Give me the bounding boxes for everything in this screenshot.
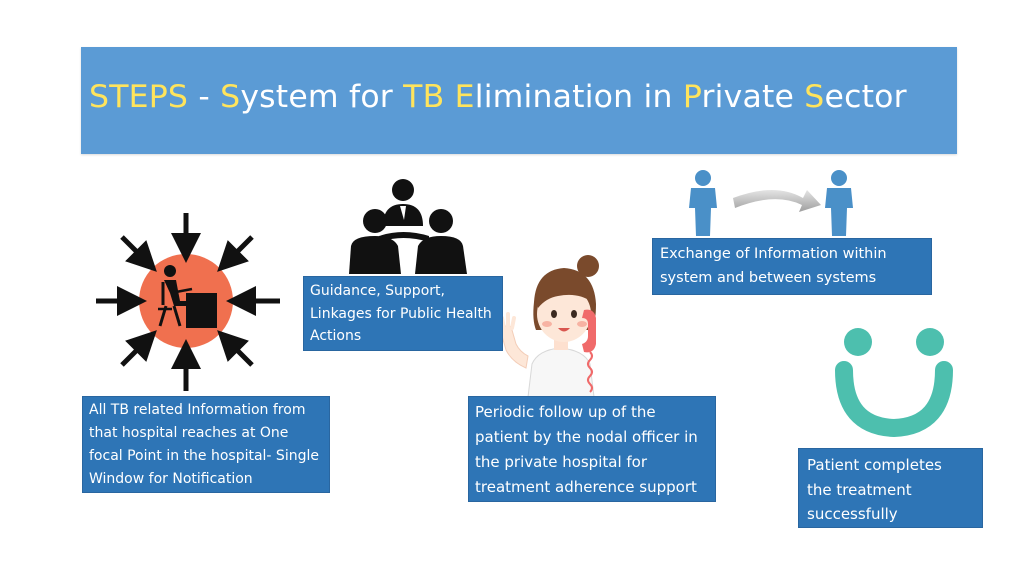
exchange-line-2: system and between systems — [660, 269, 877, 286]
completes-line-2: the treatment — [807, 480, 912, 499]
title-text: - — [188, 79, 221, 115]
title-highlight-letters: TB — [403, 79, 445, 115]
guidance-line-2: Linkages for Public Health — [310, 305, 492, 322]
completes-line-3: successfully — [807, 505, 898, 523]
inward-arrows — [96, 213, 280, 391]
title-highlight-letters: E — [454, 79, 475, 115]
completes-line-1: Patient completes — [807, 456, 942, 474]
guidance-support-box: Guidance, Support, Linkages for Public H… — [303, 276, 503, 351]
exchange-line-1: Exchange of Information within — [660, 246, 887, 262]
single-window-line-1: All TB related Information from — [89, 402, 306, 418]
title-text — [444, 79, 454, 115]
desk-worker-with-inward-arrows-icon — [96, 213, 280, 391]
curved-arrow-icon — [733, 190, 821, 212]
meeting-group-icon — [349, 179, 467, 274]
title-text: limination in — [474, 79, 683, 115]
person-right-icon — [825, 170, 853, 236]
title-text: rivate — [701, 79, 805, 115]
person-left-icon — [689, 170, 717, 236]
nurse-on-phone-illustration — [500, 255, 599, 398]
guidance-line-1: Guidance, Support, — [310, 283, 445, 299]
followup-line-3: the private hospital for — [475, 453, 648, 471]
title-text: ystem for — [240, 79, 404, 115]
patient-completes-box: Patient completes the treatment successf… — [798, 448, 983, 528]
periodic-followup-box: Periodic follow up of the patient by the… — [468, 396, 716, 502]
followup-line-4: treatment adherence support — [475, 478, 697, 496]
single-window-line-2: that hospital reaches at One — [89, 425, 289, 441]
followup-line-1: Periodic follow up of the — [475, 403, 656, 421]
title-text: ector — [824, 79, 907, 115]
two-people-exchange-arrow-icon — [689, 170, 853, 236]
title-highlight-letters: S — [220, 79, 241, 115]
single-window-line-3: focal Point in the hospital- Single — [89, 448, 319, 464]
desk-worker-icon — [158, 265, 217, 328]
single-window-notification-box: All TB related Information from that hos… — [82, 396, 330, 493]
followup-line-2: patient by the nodal officer in — [475, 428, 698, 446]
title-highlight-letters: STEPS — [89, 79, 189, 115]
title-highlight-letters: S — [804, 79, 825, 115]
smiley-face-icon — [835, 328, 953, 438]
title-banner: STEPS - System for TB Elimination in Pri… — [81, 47, 957, 154]
guidance-line-3: Actions — [310, 328, 362, 344]
exchange-information-box: Exchange of Information within system an… — [652, 238, 932, 295]
title-highlight-letters: P — [682, 79, 702, 115]
single-window-line-4: Window for Notification — [89, 471, 253, 487]
title: STEPS - System for TB Elimination in Pri… — [89, 75, 907, 119]
